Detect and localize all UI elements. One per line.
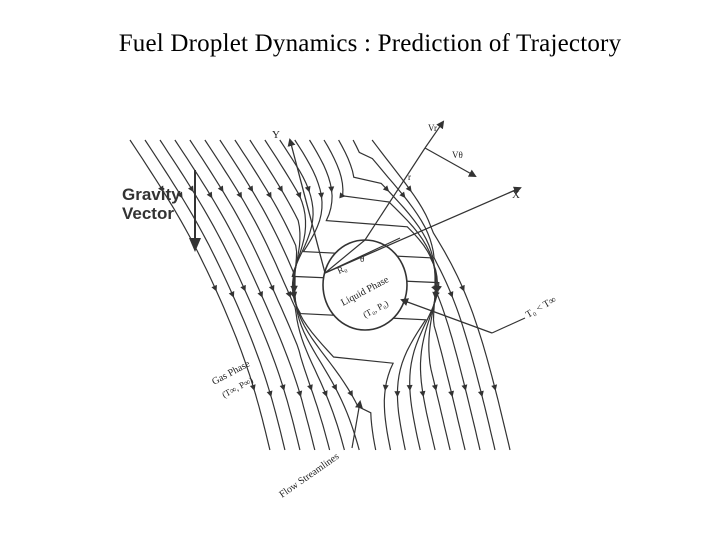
x-axis-label: X bbox=[512, 189, 520, 201]
gravity-vector: Gravity Vector bbox=[122, 170, 201, 252]
y-axis bbox=[287, 138, 326, 274]
slide-title: Fuel Droplet Dynamics : Prediction of Tr… bbox=[118, 30, 622, 57]
r-label: r bbox=[408, 172, 411, 182]
streamline-arrow bbox=[217, 185, 224, 193]
streamline-arrow bbox=[266, 191, 272, 199]
vr-arrow bbox=[424, 120, 445, 149]
streamline-arrow bbox=[176, 191, 183, 199]
flow-streamlines bbox=[129, 139, 511, 451]
streamline-arrow bbox=[211, 284, 217, 292]
surface-temp-leader-tail bbox=[491, 317, 526, 334]
streamline-arrow bbox=[290, 285, 297, 292]
streamlines-leader bbox=[351, 400, 363, 449]
streamline-arrow bbox=[289, 291, 296, 298]
r-line bbox=[364, 147, 426, 241]
streamline-arrow bbox=[257, 291, 263, 298]
streamline-arrow bbox=[240, 284, 246, 292]
streamline-arrow bbox=[296, 390, 303, 398]
streamline-arrow bbox=[228, 291, 235, 298]
vr-label: Vr bbox=[428, 123, 437, 133]
streamline-arrow bbox=[247, 185, 254, 193]
radius-label: R₀ bbox=[336, 263, 349, 276]
gravity-arrow-head bbox=[189, 238, 201, 252]
streamline-arrow bbox=[347, 390, 353, 397]
streamlines-callout: Flow Streamlines bbox=[277, 400, 363, 500]
coordinate-axes: X Y r Vr Vθ bbox=[272, 120, 522, 274]
streamline-arrow bbox=[419, 390, 426, 398]
streamline-arrow bbox=[307, 384, 313, 391]
streamline-arrow bbox=[399, 191, 406, 199]
vtheta-arrow bbox=[424, 147, 477, 177]
streamline-arrow bbox=[394, 391, 401, 398]
streamline-arrow bbox=[461, 384, 468, 391]
streamline-arrow bbox=[382, 384, 389, 391]
gravity-label: Gravity bbox=[122, 185, 181, 204]
streamline-arrow bbox=[339, 192, 346, 199]
surface-temp-callout: T₀ < T∞ bbox=[400, 294, 558, 334]
streamline-arrow bbox=[268, 284, 275, 292]
radius-line bbox=[324, 239, 366, 274]
angle-label: θ bbox=[360, 254, 364, 264]
streamline-arrow bbox=[321, 390, 328, 397]
streamline-arrow bbox=[447, 291, 454, 298]
streamline-arrow bbox=[279, 384, 286, 391]
streamline-arrow bbox=[331, 383, 337, 391]
vector-label: Vector bbox=[122, 204, 174, 223]
streamline-arrow bbox=[459, 284, 465, 292]
streamline-arrow bbox=[431, 384, 438, 391]
streamline-arrow bbox=[304, 185, 311, 193]
gas-phase-annotation: Gas Phase (T∞, P∞) bbox=[210, 358, 255, 400]
liquid-droplet: R₀ θ Liquid Phase (T₀, P₀) bbox=[322, 237, 408, 331]
streamline-arrow bbox=[491, 384, 498, 391]
streamline-arrow bbox=[448, 390, 455, 398]
x-axis bbox=[324, 186, 522, 274]
streamline-arrow bbox=[406, 384, 413, 391]
streamline-arrow bbox=[318, 192, 325, 199]
surface-temp-leader bbox=[400, 298, 493, 334]
streamline-arrow bbox=[382, 185, 390, 192]
streamline-arrow bbox=[431, 284, 437, 292]
streamline-arrow bbox=[236, 191, 243, 199]
streamline-arrow bbox=[277, 185, 283, 193]
surface-temp-label: T₀ < T∞ bbox=[524, 294, 558, 320]
streamline-arrow bbox=[285, 291, 292, 298]
streamline-arrow bbox=[187, 185, 194, 193]
streamline-arrow bbox=[158, 185, 164, 193]
streamline-arrow bbox=[328, 186, 335, 193]
streamline-arrow bbox=[266, 390, 273, 398]
vtheta-label: Vθ bbox=[452, 150, 463, 160]
streamline-arrow bbox=[206, 191, 213, 199]
streamline-arrow bbox=[249, 384, 256, 391]
flow-streamlines-label: Flow Streamlines bbox=[277, 451, 341, 500]
streamline-arrow bbox=[295, 191, 302, 199]
streamline-arrow bbox=[477, 390, 484, 398]
y-axis-label: Y bbox=[272, 129, 280, 141]
streamline-arrow bbox=[405, 185, 412, 193]
